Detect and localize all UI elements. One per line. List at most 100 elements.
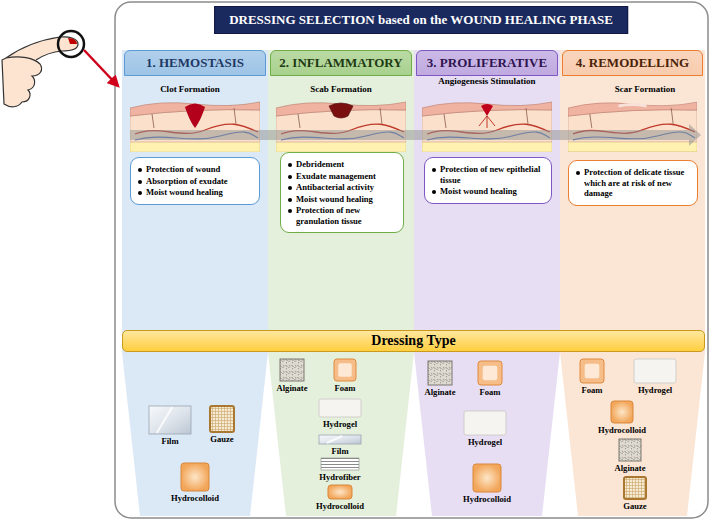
bullet-dot xyxy=(576,171,580,175)
bullet-item: Protection of new granulation tissue xyxy=(287,205,397,226)
bullet-text: Exudate management xyxy=(296,171,397,182)
bullet-text: Antibacterial activity xyxy=(296,182,397,193)
bullet-text: Protection of new epithelial tissue xyxy=(440,164,545,185)
dressing-item: Alginate xyxy=(595,438,665,473)
dressing-item: Hydrogel xyxy=(450,410,520,447)
dressing-icon xyxy=(320,457,360,471)
bullet-dot xyxy=(288,186,292,190)
dressing-label: Hydrocolloid xyxy=(452,494,522,504)
dressing-icon xyxy=(333,358,357,382)
bullet-item: Protection of new epithelial tissue xyxy=(431,164,545,185)
title-band: DRESSING SELECTION based on the WOUND HE… xyxy=(214,6,628,34)
bullet-dot xyxy=(432,168,436,172)
bullet-dot xyxy=(288,175,292,179)
dressing-label: Hydrocolloid xyxy=(305,501,375,511)
dressing-icon xyxy=(148,405,192,435)
dressing-item: Hydrogel xyxy=(305,398,375,429)
phase-column: 1. HEMOSTASIS Protection of woundAbsorpti… xyxy=(122,50,268,516)
pointing-hand xyxy=(2,31,118,107)
dressing-item: Hydrocolloid xyxy=(587,400,657,435)
dressing-label: Foam xyxy=(557,385,627,395)
bullet-item: Moist wound healing xyxy=(287,194,397,205)
phase-header: 2. INFLAMMATORY xyxy=(270,50,412,76)
column-outline xyxy=(122,50,268,516)
bullet-item: Debridement xyxy=(287,159,397,170)
dressing-item: Hydrocolloid xyxy=(160,462,230,503)
dressing-label: Hydrogel xyxy=(305,419,375,429)
dressing-item: Hydrocolloid xyxy=(305,484,375,511)
dressing-label: Hydrogel xyxy=(620,385,690,395)
dressing-item: Gauze xyxy=(600,476,670,511)
dressing-icon xyxy=(180,462,210,492)
dressing-icon xyxy=(427,360,453,386)
dressing-item: Foam xyxy=(455,360,525,397)
section-bar: Dressing Type xyxy=(122,330,705,352)
stage-label: Scar Formation xyxy=(585,84,705,94)
dressing-icon xyxy=(318,434,362,445)
bullet-dot xyxy=(138,180,142,184)
bullet-item: Exudate management xyxy=(287,171,397,182)
dressing-label: Foam xyxy=(455,387,525,397)
dressing-label: Gauze xyxy=(600,501,670,511)
bullet-text: Moist wound healing xyxy=(440,186,545,197)
stage-label: Scab Formation xyxy=(281,84,401,94)
dressing-item: Film xyxy=(305,434,375,456)
dressing-item: Foam xyxy=(310,358,380,393)
dressing-item: Foam xyxy=(557,358,627,395)
phase-column: 2. INFLAMMATORY DebridementExudate manage… xyxy=(268,50,414,516)
bullet-text: Protection of wound xyxy=(146,164,253,175)
dressing-icon xyxy=(472,463,502,493)
dressing-label: Hydrocolloid xyxy=(587,425,657,435)
dressing-item: Hydrogel xyxy=(620,358,690,395)
bullet-item: Antibacterial activity xyxy=(287,182,397,193)
dressing-label: Film xyxy=(305,446,375,456)
phase-column: 3. PROLIFERATIVE Protection of new epithe… xyxy=(414,50,560,516)
dressing-label: Alginate xyxy=(405,387,475,397)
bullet-item: Moist wound healing xyxy=(431,186,545,197)
phase-header: 3. PROLIFERATIVE xyxy=(416,50,558,76)
function-box: Protection of new epithelial tissueMoist… xyxy=(424,157,552,204)
dressing-item: Alginate xyxy=(257,358,327,393)
dressing-item: Hydrofiber xyxy=(305,457,375,482)
dressing-icon xyxy=(209,405,235,433)
dressing-icon xyxy=(623,476,647,500)
dressing-item: Alginate xyxy=(405,360,475,397)
bullet-text: Absorption of exudate xyxy=(146,176,253,187)
dressing-icon xyxy=(279,358,305,382)
dressing-label: Alginate xyxy=(257,383,327,393)
dressing-icon xyxy=(318,398,362,418)
dressing-icon xyxy=(579,358,605,384)
dressing-item: Film xyxy=(135,405,205,446)
dressing-icon xyxy=(610,400,634,424)
phase-header: 4. REMODELLING xyxy=(562,50,703,76)
stage-label: Clot Formation xyxy=(130,84,250,94)
bullet-item: Protection of delicate tissue which are … xyxy=(575,167,691,199)
bullet-item: Moist wound healing xyxy=(137,187,253,198)
dressing-label: Foam xyxy=(310,383,380,393)
dressing-label: Hydrofiber xyxy=(305,472,375,482)
bullet-text: Moist wound healing xyxy=(296,194,397,205)
dressing-label: Hydrogel xyxy=(450,437,520,447)
bullet-text: Moist wound healing xyxy=(146,187,253,198)
dressing-label: Alginate xyxy=(595,463,665,473)
dressing-icon xyxy=(618,438,642,462)
bullet-dot xyxy=(138,191,142,195)
bullet-text: Debridement xyxy=(296,159,397,170)
dressing-icon xyxy=(633,358,677,384)
bullet-item: Protection of wound xyxy=(137,164,253,175)
bullet-dot xyxy=(138,168,142,172)
phase-header: 1. HEMOSTASIS xyxy=(124,50,266,76)
bullet-text: Protection of new granulation tissue xyxy=(296,205,397,226)
dressing-item: Gauze xyxy=(187,405,257,444)
dressing-icon xyxy=(477,360,503,386)
dressing-icon xyxy=(327,484,353,500)
section-title: Dressing Type xyxy=(371,333,455,349)
dressing-label: Hydrocolloid xyxy=(160,493,230,503)
stage-label: Angiogenesis Stimulation xyxy=(427,76,547,86)
bullet-item: Absorption of exudate xyxy=(137,176,253,187)
bullet-dot xyxy=(288,198,292,202)
function-box: DebridementExudate managementAntibacteri… xyxy=(280,152,404,233)
bullet-dot xyxy=(432,190,436,194)
function-box: Protection of delicate tissue which are … xyxy=(568,160,698,206)
